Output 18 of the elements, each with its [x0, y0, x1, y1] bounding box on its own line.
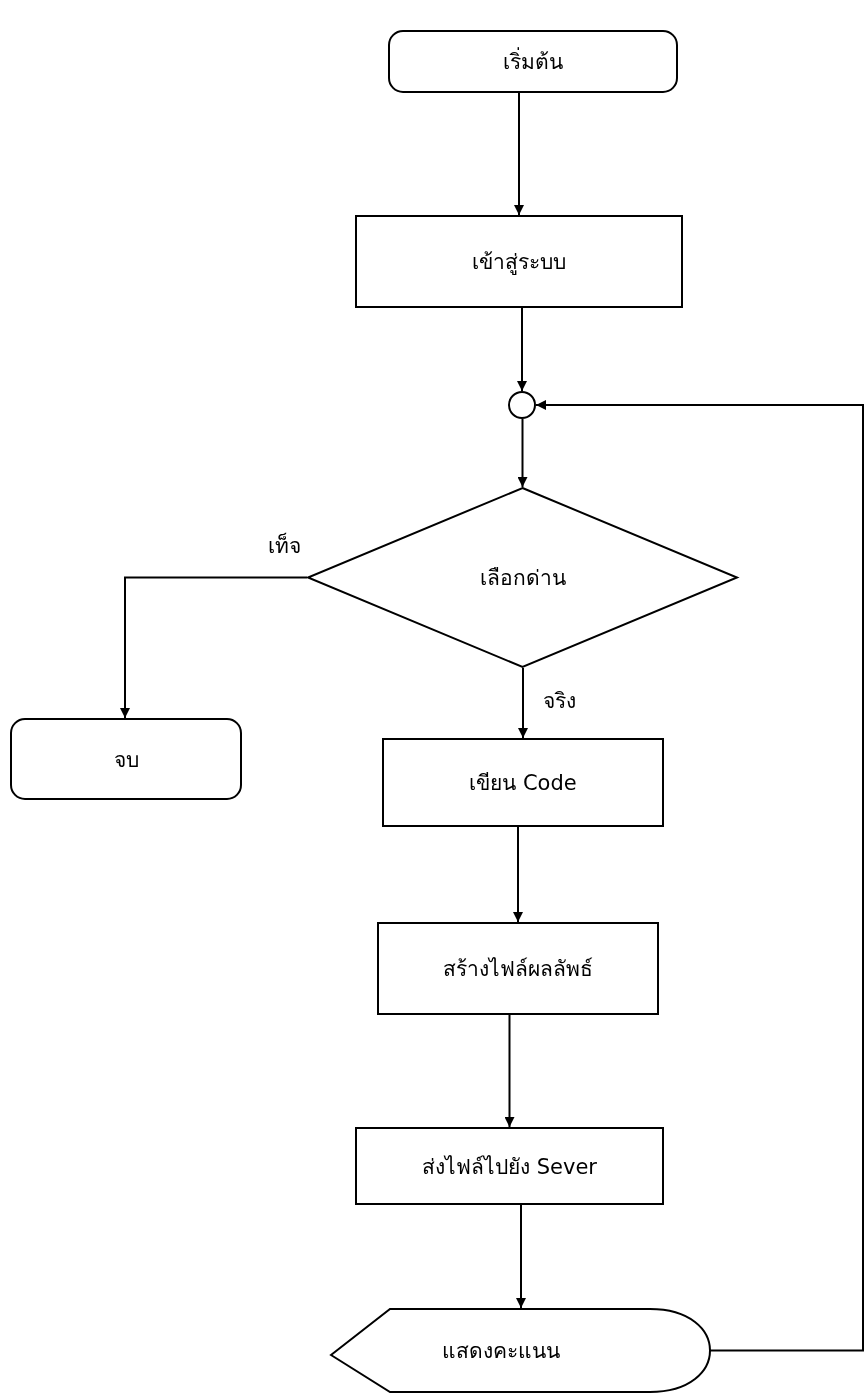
arrow — [517, 418, 528, 488]
process-box: สร้างไฟล์ผลลัพธ์ — [377, 922, 659, 1015]
arrow — [504, 1014, 515, 1128]
decision-diamond: เลือกด่าน — [307, 487, 738, 668]
arrow — [513, 826, 523, 923]
display-shape: แสดงคะแนน — [330, 1308, 712, 1393]
arrow — [517, 307, 527, 392]
arrow — [535, 400, 864, 1352]
arrow — [120, 576, 308, 719]
process-box: เข้าสู่ระบบ — [355, 215, 683, 308]
process-box: เขียน Code — [382, 738, 664, 827]
connector-circle — [508, 391, 536, 419]
process-box: ส่งไฟล์ไปยัง Sever — [355, 1127, 664, 1205]
arrow — [516, 1204, 526, 1309]
arrow — [518, 667, 528, 739]
terminal-box: เริ่มต้น — [388, 30, 678, 93]
arrow — [514, 92, 524, 216]
terminal-box: จบ — [10, 718, 242, 800]
